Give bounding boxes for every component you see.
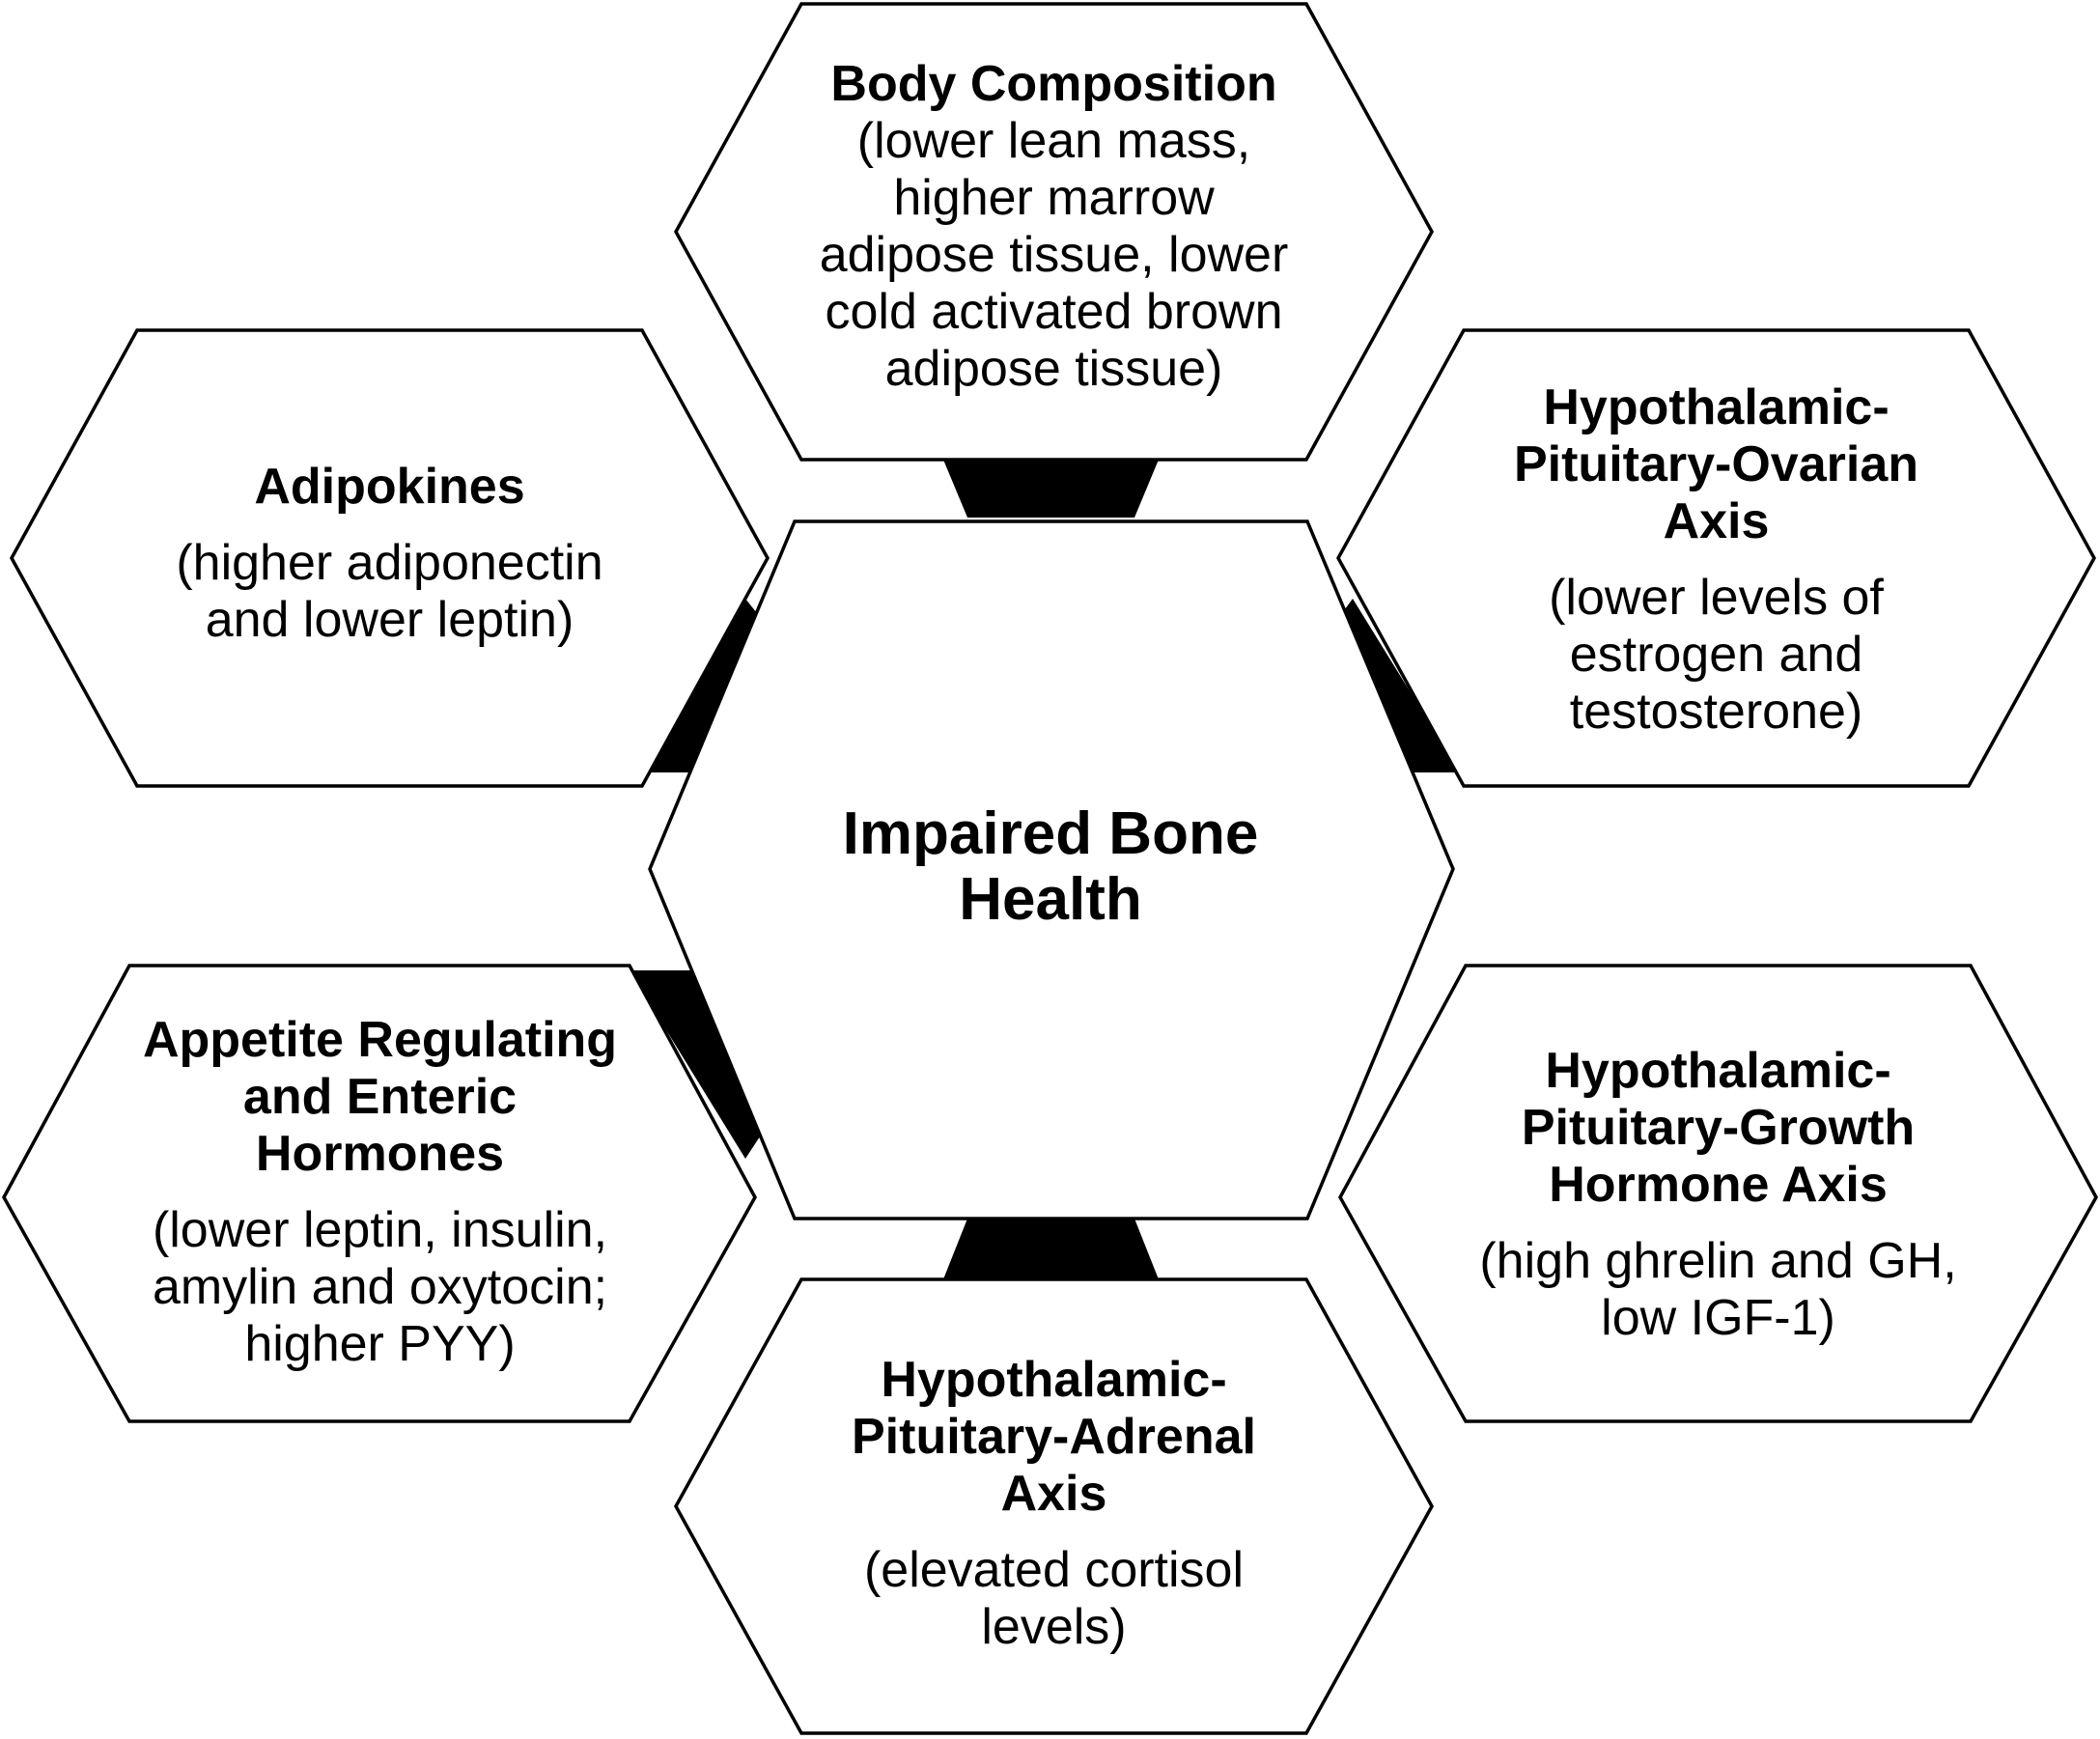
label-hpa-axis: Hypothalamic- Pituitary-Adrenal Axis (el… [763, 1352, 1345, 1656]
hexagon-adipokines [10, 328, 770, 788]
connector-lower-left [630, 970, 780, 1159]
desc-hpgh-axis: (high ghrelin and GH, low IGF-1) [1479, 1233, 1957, 1346]
label-center: Impaired Bone Health [746, 801, 1355, 933]
hexagon-body-composition [674, 2, 1434, 462]
title-hpgh-axis: Hypothalamic- Pituitary-Growth Hormone A… [1521, 1043, 1916, 1213]
desc-hpa-axis: (elevated cortisol levels) [863, 1542, 1245, 1655]
title-adipokines: Adipokines [254, 459, 525, 515]
title-body-composition: Body Composition [830, 56, 1277, 112]
connector-top [943, 460, 1159, 518]
label-hpo-axis: Hypothalamic- Pituitary-Ovarian Axis (lo… [1425, 379, 2007, 741]
label-body-composition: Body Composition (lower lean mass, highe… [763, 56, 1345, 398]
title-appetite-hormones: Appetite Regulating and Enteric Hormones [142, 1012, 618, 1182]
desc-hpo-axis: (lower levels of estrogen and testostero… [1549, 570, 1884, 740]
desc-adipokines: (higher adiponectin and lower leptin) [176, 535, 603, 648]
hexagon-hpa-axis [674, 1277, 1434, 1735]
label-adipokines: Adipokines (higher adiponectin and lower… [98, 459, 681, 649]
desc-appetite-hormones: (lower leptin, insulin, amylin and oxyto… [152, 1202, 608, 1372]
desc-body-composition: (lower lean mass, higher marrow adipose … [819, 113, 1289, 397]
label-appetite-hormones: Appetite Regulating and Enteric Hormones… [89, 1012, 671, 1373]
hexagon-appetite-hormones [2, 964, 757, 1423]
label-hpgh-axis: Hypothalamic- Pituitary-Growth Hormone A… [1427, 1043, 2009, 1347]
title-impaired-bone-health: Impaired Bone Health [842, 800, 1259, 933]
hexagon-hpo-axis [1336, 328, 2096, 788]
connector-bottom [943, 1219, 1159, 1279]
title-hpa-axis: Hypothalamic- Pituitary-Adrenal Axis [852, 1352, 1256, 1522]
hexagon-hpgh-axis [1338, 964, 2098, 1423]
title-hpo-axis: Hypothalamic- Pituitary-Ovarian Axis [1513, 379, 1919, 549]
hexagon-center-impaired-bone-health [648, 519, 1455, 1220]
